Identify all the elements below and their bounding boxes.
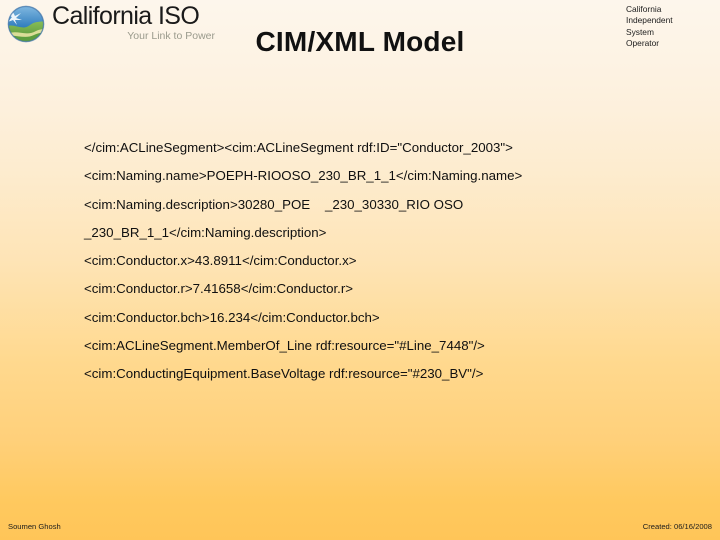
code-line: <cim:Conductor.bch>16.234</cim:Conductor… bbox=[84, 309, 380, 325]
slide-footer: Soumen Ghosh Created: 06/16/2008 bbox=[0, 518, 720, 540]
page-title: CIM/XML Model bbox=[255, 26, 465, 57]
code-line: </cim:ACLineSegment><cim:ACLineSegment r… bbox=[84, 140, 513, 155]
logo-name-text: California ISO bbox=[52, 2, 200, 30]
code-line: <cim:Conductor.r>7.41658</cim:Conductor.… bbox=[84, 281, 354, 297]
org-line-1: California bbox=[626, 4, 662, 14]
footer-created-date: Created: 06/16/2008 bbox=[642, 522, 712, 531]
code-line: <cim:Naming.description>30280_POE _230_3… bbox=[84, 196, 467, 240]
org-line-4: Operator bbox=[626, 38, 660, 49]
code-line: <cim:ConductingEquipment.BaseVoltage rdf… bbox=[84, 366, 484, 382]
code-line: <cim:ACLineSegment.MemberOf_Line rdf:res… bbox=[84, 338, 485, 354]
org-line-3: System bbox=[626, 26, 654, 37]
org-line-2: Independent bbox=[626, 15, 673, 26]
footer-author: Soumen Ghosh bbox=[8, 522, 61, 531]
california-iso-wordmark: California ISO Your Link to Power bbox=[52, 2, 217, 43]
code-line: <cim:Naming.name>POEPH-RIOOSO_230_BR_1_1… bbox=[84, 168, 523, 184]
california-iso-logo: California ISO Your Link to Power bbox=[6, 2, 216, 46]
slide-header: California ISO Your Link to Power Califo… bbox=[0, 0, 720, 86]
organization-name: California Independent System Operator bbox=[626, 4, 712, 50]
code-line: <cim:Conductor.x>43.8911</cim:Conductor.… bbox=[84, 253, 357, 269]
logo-tagline-text: Your Link to Power bbox=[127, 30, 215, 42]
california-iso-globe-logo-icon bbox=[7, 5, 45, 43]
xml-code-block: </cim:ACLineSegment><cim:ACLineSegment r… bbox=[84, 134, 654, 389]
